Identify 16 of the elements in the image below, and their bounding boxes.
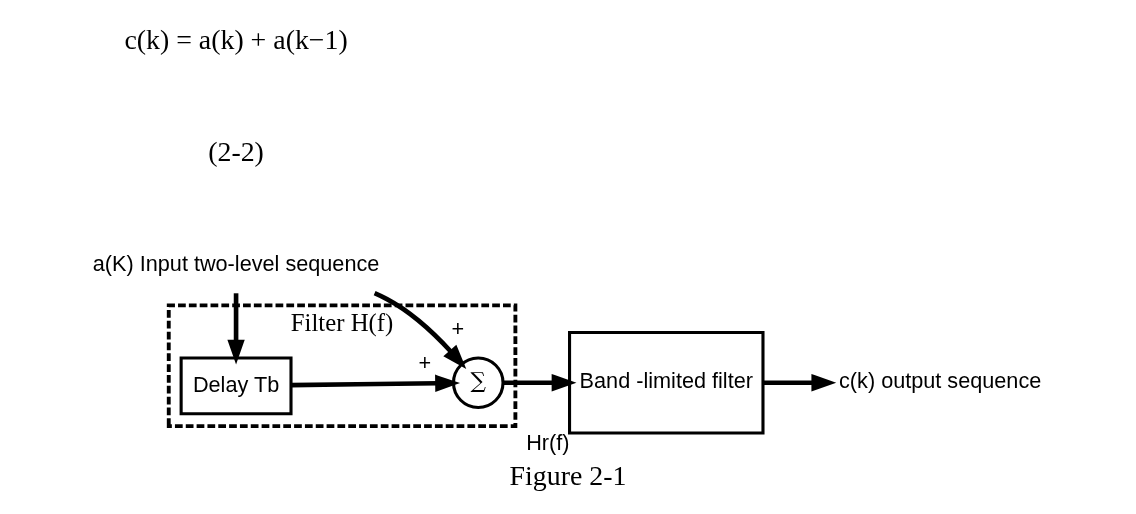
label: c(k) = a(k) + a(k−1) <box>124 24 348 56</box>
arrow <box>763 374 837 392</box>
label: (2-2) <box>208 135 264 167</box>
node-circle: ∑ <box>451 356 505 410</box>
node-text: a(K) Input two-level sequence <box>92 250 380 276</box>
node-box: Delay Tb <box>179 356 293 416</box>
node-box: Band -limited filter <box>568 330 765 435</box>
edge-label: + <box>418 349 432 375</box>
arrow <box>503 374 577 392</box>
arrow <box>227 293 245 365</box>
arrow <box>373 291 467 369</box>
node-label: Hr(f) <box>526 430 570 456</box>
edge-label: + <box>451 315 465 341</box>
caption: Figure 2-1 <box>509 459 627 491</box>
node-text: c(k) output sequence <box>839 368 1042 394</box>
arrow <box>291 374 460 392</box>
